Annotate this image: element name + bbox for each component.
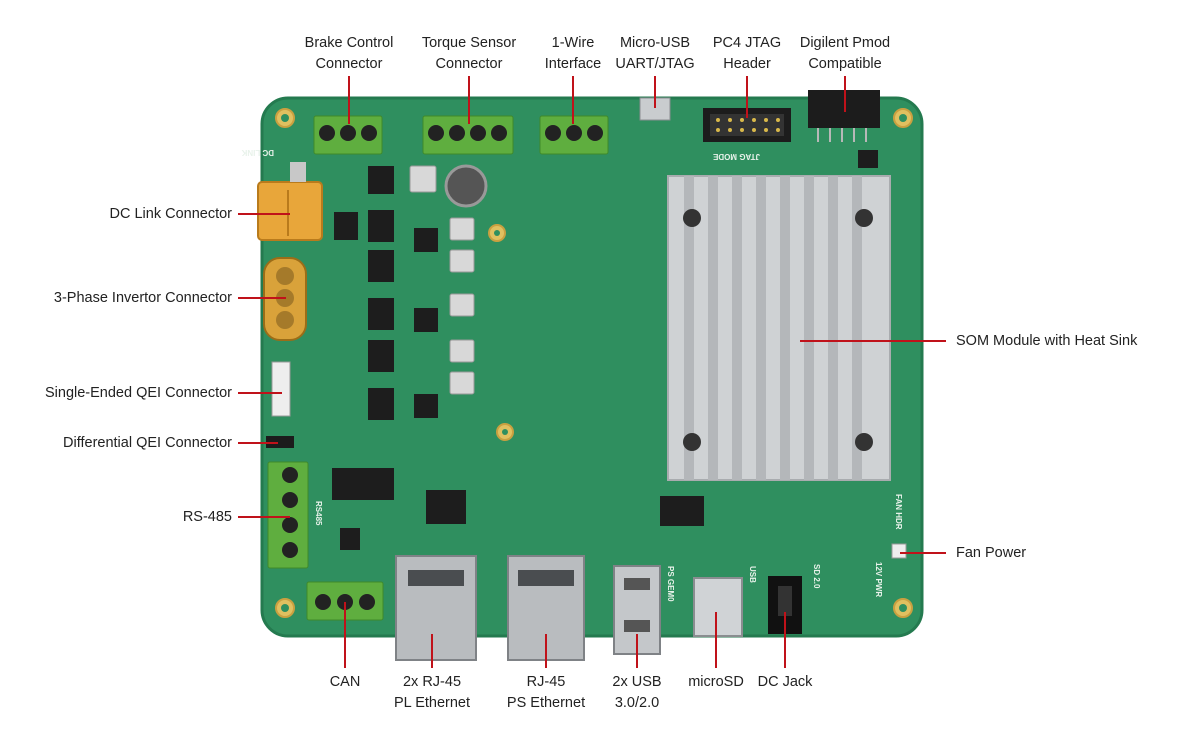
leader-lines [238, 76, 946, 668]
microsd-slot [693, 577, 743, 637]
callout-microsd: microSD [688, 674, 744, 690]
silk-sd20: SD 2.0 [812, 564, 821, 589]
power-components [332, 150, 878, 550]
can-terminal [306, 581, 384, 621]
one-wire-terminal [539, 115, 609, 155]
rj45-pl-jack [395, 555, 477, 661]
callout-fan-power: Fan Power [956, 545, 1027, 561]
jtag-header [703, 108, 791, 142]
callout-micro-usb: Micro-USB UART/JTAG [615, 35, 695, 72]
callout-rj45-ps: RJ-45 PS Ethernet [506, 674, 586, 711]
dc-jack [768, 576, 802, 634]
differential-qei-connector [266, 436, 294, 448]
callout-one-wire: 1-Wire Interface [544, 35, 602, 72]
silk-usb: USB [748, 566, 757, 583]
fan-power-connector [891, 543, 907, 559]
callout-torque-sensor: Torque Sensor Connector [421, 35, 517, 72]
rs485-terminal [267, 461, 309, 569]
callout-pmod: Digilent Pmod Compatible [799, 35, 891, 72]
callout-som-module: SOM Module with Heat Sink [956, 333, 1138, 349]
silk-rs485: RS485 [314, 501, 323, 526]
callout-rj45-pl: 2x RJ-45 PL Ethernet [393, 674, 471, 711]
silk-ps-gem0: PS GEM0 [666, 566, 675, 602]
callout-brake-control: Brake Control Connector [304, 35, 394, 72]
callout-single-ended-qei: Single-Ended QEI Connector [45, 385, 232, 401]
callout-differential-qei: Differential QEI Connector [63, 435, 232, 451]
mounting-holes [275, 108, 913, 618]
brake-control-terminal [313, 115, 383, 155]
callout-rs485: RS-485 [182, 509, 232, 525]
single-ended-qei-connector [271, 361, 291, 417]
torque-sensor-terminal [422, 115, 514, 155]
callout-usb: 2x USB 3.0/2.0 [612, 674, 662, 711]
shunt-resistors [409, 165, 475, 395]
callout-three-phase: 3-Phase Invertor Connector [53, 290, 232, 306]
silk-fan-hdr: FAN HDR [894, 494, 903, 530]
callout-can: CAN [329, 674, 361, 690]
silk-dc-link: DC LINK [241, 148, 274, 157]
callout-dc-link: DC Link Connector [109, 206, 233, 222]
callout-jtag-header: PC4 JTAG Header [712, 35, 782, 72]
silk-12v-pwr: 12V PWR [874, 562, 883, 597]
callout-dc-jack: DC Jack [757, 674, 813, 690]
capacitor [444, 164, 488, 208]
som-heat-sink [667, 175, 891, 481]
silk-jtag-mode: JTAG MODE [712, 152, 760, 161]
